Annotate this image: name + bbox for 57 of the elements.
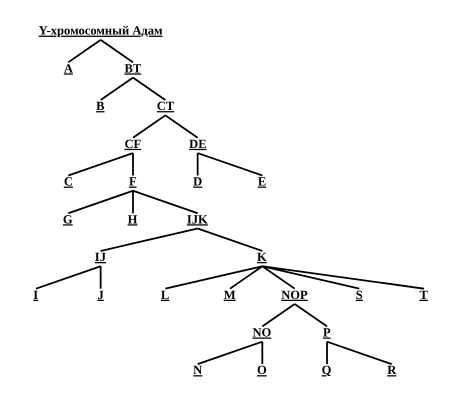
connector <box>100 76 134 101</box>
connector <box>261 342 264 364</box>
connector <box>197 340 263 365</box>
node-text: I <box>33 288 38 302</box>
connector <box>36 265 101 290</box>
connector <box>132 114 166 139</box>
node-text: CT <box>156 99 174 114</box>
node-text: N <box>193 363 202 378</box>
node-text: Q <box>322 363 332 378</box>
node-text: K <box>256 250 267 264</box>
connector <box>197 228 263 252</box>
connector <box>68 39 102 64</box>
connector <box>132 190 198 214</box>
connector <box>262 303 296 328</box>
node-text: D <box>193 174 202 189</box>
connector <box>196 153 199 176</box>
connector <box>100 39 134 64</box>
node-text: E <box>258 174 266 189</box>
node-text: DE <box>189 136 207 151</box>
node-text: T <box>420 288 428 302</box>
connector <box>262 265 296 290</box>
node-text: O <box>256 363 267 378</box>
connector <box>262 265 360 290</box>
node-text: A <box>64 61 73 76</box>
connector <box>132 153 134 176</box>
node-text: IJK <box>186 212 208 226</box>
node-text: NOP <box>281 288 308 302</box>
connector <box>229 265 263 290</box>
node-text: IJ <box>94 250 106 264</box>
connector <box>100 228 198 252</box>
node-text: H <box>128 212 138 226</box>
node-text: CF <box>124 136 142 151</box>
connector <box>197 152 263 176</box>
node-text: M <box>224 288 236 302</box>
node-text: R <box>387 363 396 378</box>
connector <box>262 265 424 290</box>
node-text: NO <box>252 325 272 340</box>
node-text: G <box>62 212 73 226</box>
connector <box>68 190 134 214</box>
connector <box>326 342 328 364</box>
node-text: L <box>160 288 170 302</box>
node-text: C <box>64 174 73 189</box>
connector <box>164 114 198 139</box>
connector <box>132 76 166 101</box>
connector <box>294 303 328 328</box>
connector <box>100 266 102 289</box>
node-text: B <box>96 99 105 114</box>
connector <box>68 152 134 176</box>
node-text: BT <box>124 61 142 76</box>
node-text: Y-хромосомный Адам <box>38 24 163 38</box>
connector <box>165 265 263 290</box>
node-text: P <box>322 325 331 340</box>
node-text: S <box>356 288 363 302</box>
connector <box>132 190 134 214</box>
node-text: J <box>98 288 104 302</box>
node-text: F <box>128 174 137 189</box>
connector <box>326 340 392 365</box>
